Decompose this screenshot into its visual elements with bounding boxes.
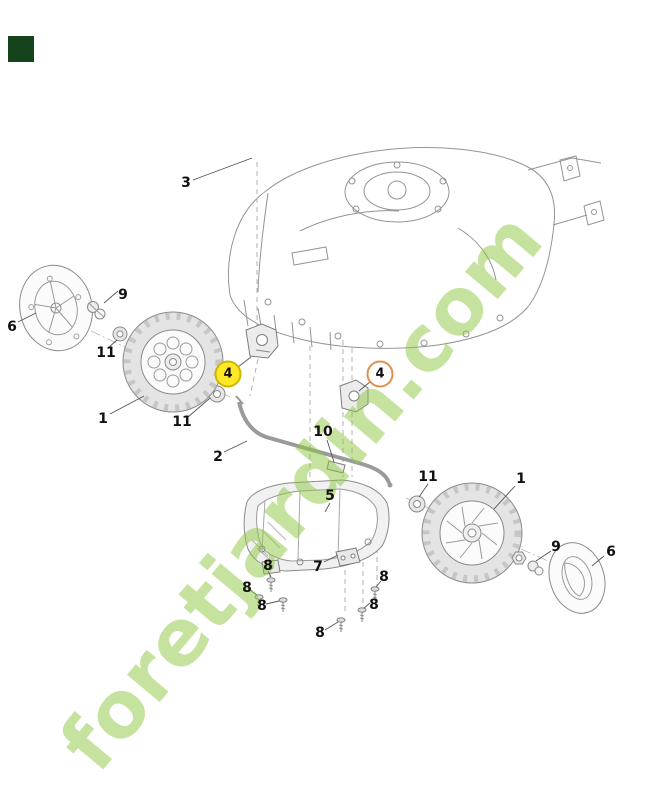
bracket-left <box>245 323 279 359</box>
part-number-label: 10 <box>313 424 333 440</box>
screws <box>254 577 380 632</box>
part-number-label: 2 <box>213 449 223 465</box>
part-number-label: 8 <box>257 598 267 614</box>
part-number-label: 9 <box>551 539 561 555</box>
part-number-label: 8 <box>242 580 252 596</box>
mower-body <box>228 147 605 351</box>
site-logo-square <box>8 36 34 62</box>
lower-deck <box>243 479 390 575</box>
part-number-label: 11 <box>172 414 192 430</box>
part-number-label: 11 <box>418 469 438 485</box>
bracket-right <box>339 379 369 413</box>
washer-right <box>408 495 426 513</box>
part-number-label: 8 <box>315 625 325 641</box>
highlighted-part-marker[interactable]: 4 <box>214 360 242 388</box>
left-hubcap <box>19 264 93 352</box>
part-number-label: 7 <box>313 559 323 575</box>
right-hubcap <box>548 542 606 614</box>
part-number-label: 8 <box>263 558 273 574</box>
right-wheel <box>421 482 523 584</box>
highlighted-part-marker[interactable]: 4 <box>366 360 394 388</box>
part-number-label: 1 <box>516 471 526 487</box>
part-number-label: 8 <box>379 569 389 585</box>
right-axle-nut <box>511 551 544 576</box>
part-number-label: 8 <box>369 597 379 613</box>
left-axle-bolt <box>87 301 106 320</box>
part-number-label: 11 <box>96 345 116 361</box>
part-number-label: 9 <box>118 287 128 303</box>
part-number-label: 6 <box>7 319 17 335</box>
part-number-label: 5 <box>325 488 335 504</box>
part-number-label: 6 <box>606 544 616 560</box>
part-number-label: 1 <box>98 411 108 427</box>
axle-bar <box>235 395 393 488</box>
washer-left-outer <box>112 326 128 342</box>
part-number-label: 3 <box>181 175 191 191</box>
